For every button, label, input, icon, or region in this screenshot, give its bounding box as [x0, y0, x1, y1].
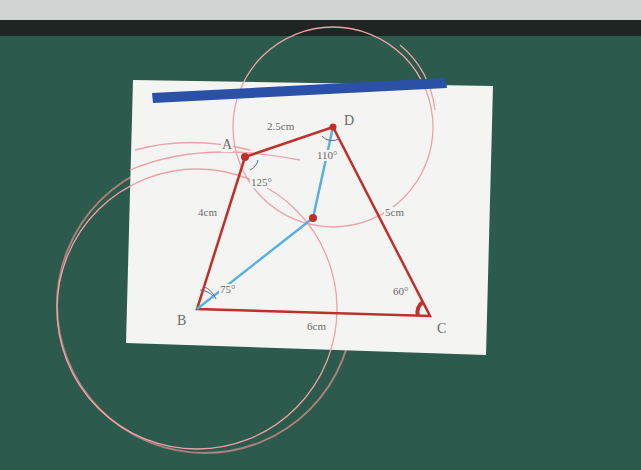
angle-measure: 125° [250, 177, 273, 188]
angle-measure: 75° [219, 284, 236, 295]
side-length: 6cm [306, 321, 327, 332]
vertex-label: C [436, 322, 447, 336]
chalk-stick [152, 78, 447, 103]
quadrilateral [197, 127, 430, 316]
angle-mark [417, 302, 423, 316]
side-length: 2.5cm [266, 121, 295, 132]
chalkboard [0, 36, 641, 470]
vertex-dots [241, 124, 337, 223]
paper-sheet [126, 80, 493, 355]
diagonal-construction [197, 127, 333, 309]
angle-measure: 110° [316, 150, 339, 161]
vertex-label: A [221, 138, 233, 152]
wall [0, 0, 641, 22]
side-length: 4cm [197, 207, 218, 218]
vertex-label: B [176, 314, 187, 328]
angle-arcs [200, 136, 340, 299]
angle-measure: 60° [392, 286, 409, 297]
side-length: 5cm [384, 207, 405, 218]
vertex-label: D [343, 114, 355, 128]
